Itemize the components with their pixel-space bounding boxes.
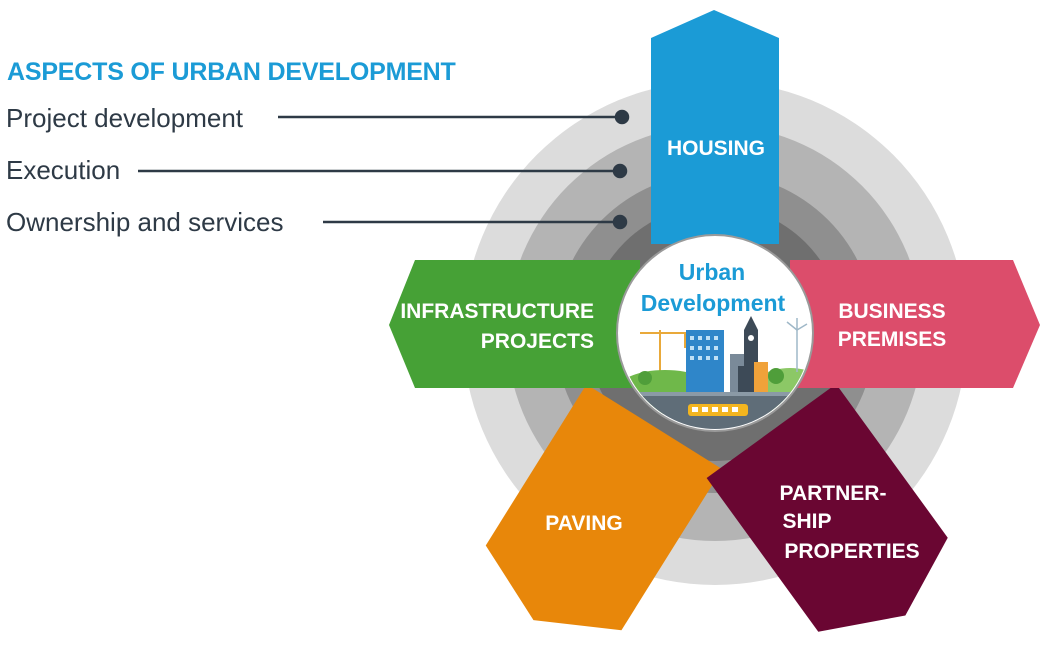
- business-line1: BUSINESS: [838, 300, 945, 323]
- aspect-execution: Execution: [6, 155, 121, 185]
- arm-business-premises: [790, 260, 1040, 388]
- housing-label: HOUSING: [667, 137, 765, 160]
- arm-paving: PAVING: [485, 384, 723, 631]
- building-orange: [754, 362, 768, 392]
- arm-partnership-properties: [706, 383, 948, 632]
- partnership-line1: PARTNER-: [780, 482, 887, 505]
- partnership-line3: PROPERTIES: [784, 540, 919, 563]
- infrastructure-line1: INFRASTRUCTURE: [400, 300, 594, 323]
- business-line2: PREMISES: [838, 328, 947, 351]
- connector-dot-project-development: [614, 109, 630, 125]
- center-title-line1: Urban: [679, 259, 745, 285]
- arm-housing: [651, 10, 779, 244]
- connector-dot-ownership: [612, 214, 628, 230]
- aspect-ownership-services: Ownership and services: [6, 207, 284, 237]
- arm-paving-label: PAVING: [545, 512, 622, 535]
- arm-partnership-label: PARTNER- SHIP PROPERTIES: [780, 482, 920, 563]
- infrastructure-line2: PROJECTS: [481, 330, 594, 353]
- partnership-line2: SHIP: [782, 510, 831, 533]
- tree-icon: [768, 368, 784, 384]
- center-title-line2: Development: [641, 290, 786, 316]
- arm-infrastructure-projects: [389, 260, 640, 388]
- building-blue: [686, 330, 724, 392]
- wind-turbine-icon: [786, 318, 808, 372]
- tree-icon: [638, 371, 652, 385]
- diagram-heading: ASPECTS OF URBAN DEVELOPMENT: [7, 58, 456, 86]
- aspect-project-development: Project development: [6, 103, 244, 133]
- connector-dot-execution: [612, 163, 628, 179]
